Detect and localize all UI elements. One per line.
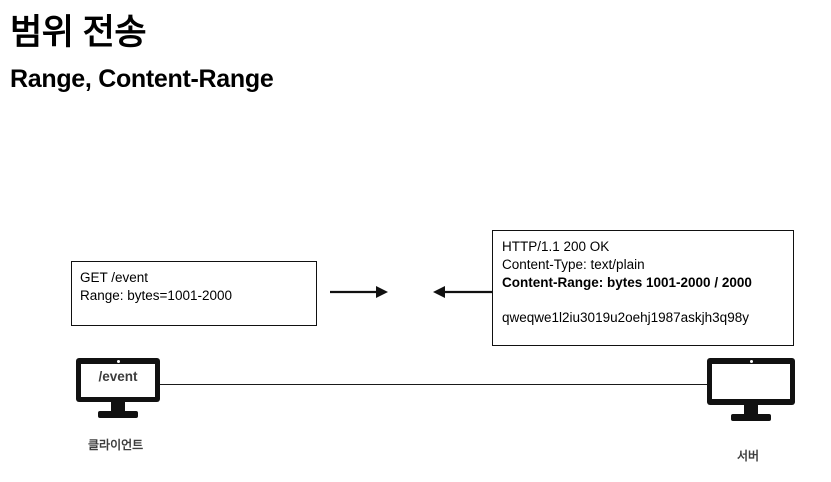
http-response-box: HTTP/1.1 200 OK Content-Type: text/plain…: [492, 230, 794, 346]
server-monitor-foot: [731, 414, 771, 421]
client-monitor-icon: /event: [76, 358, 160, 421]
request-line-method: GET /event: [80, 270, 149, 285]
request-arrow-icon: [330, 285, 388, 299]
client-screen-text: /event: [98, 369, 138, 384]
server-monitor-icon: [707, 358, 795, 424]
page-title: 범위 전송: [10, 13, 147, 52]
http-request-box: GET /event Range: bytes=1001-2000: [71, 261, 317, 326]
response-status-line: HTTP/1.1 200 OK: [502, 239, 610, 254]
request-line-range-header: Range: bytes=1001-2000: [80, 288, 232, 303]
response-content-type-header: Content-Type: text/plain: [502, 257, 645, 272]
client-monitor-foot: [98, 411, 138, 418]
client-label: 클라이언트: [88, 438, 144, 452]
server-label: 서버: [737, 449, 760, 463]
client-monitor-camera: [117, 360, 120, 363]
network-connection-line: [159, 384, 708, 385]
server-monitor-neck: [744, 405, 758, 414]
server-monitor-screen: [712, 364, 790, 399]
response-arrow-icon: [433, 285, 493, 299]
client-monitor-screen: [81, 364, 155, 397]
client-monitor-neck: [111, 402, 125, 411]
server-monitor-camera: [750, 360, 753, 363]
response-body-text: qweqwe1l2iu3019u2oehj1987askjh3q98y: [502, 310, 749, 325]
page-subtitle: Range, Content-Range: [10, 65, 274, 93]
response-content-range-header: Content-Range: bytes 1001-2000 / 2000: [502, 275, 752, 290]
